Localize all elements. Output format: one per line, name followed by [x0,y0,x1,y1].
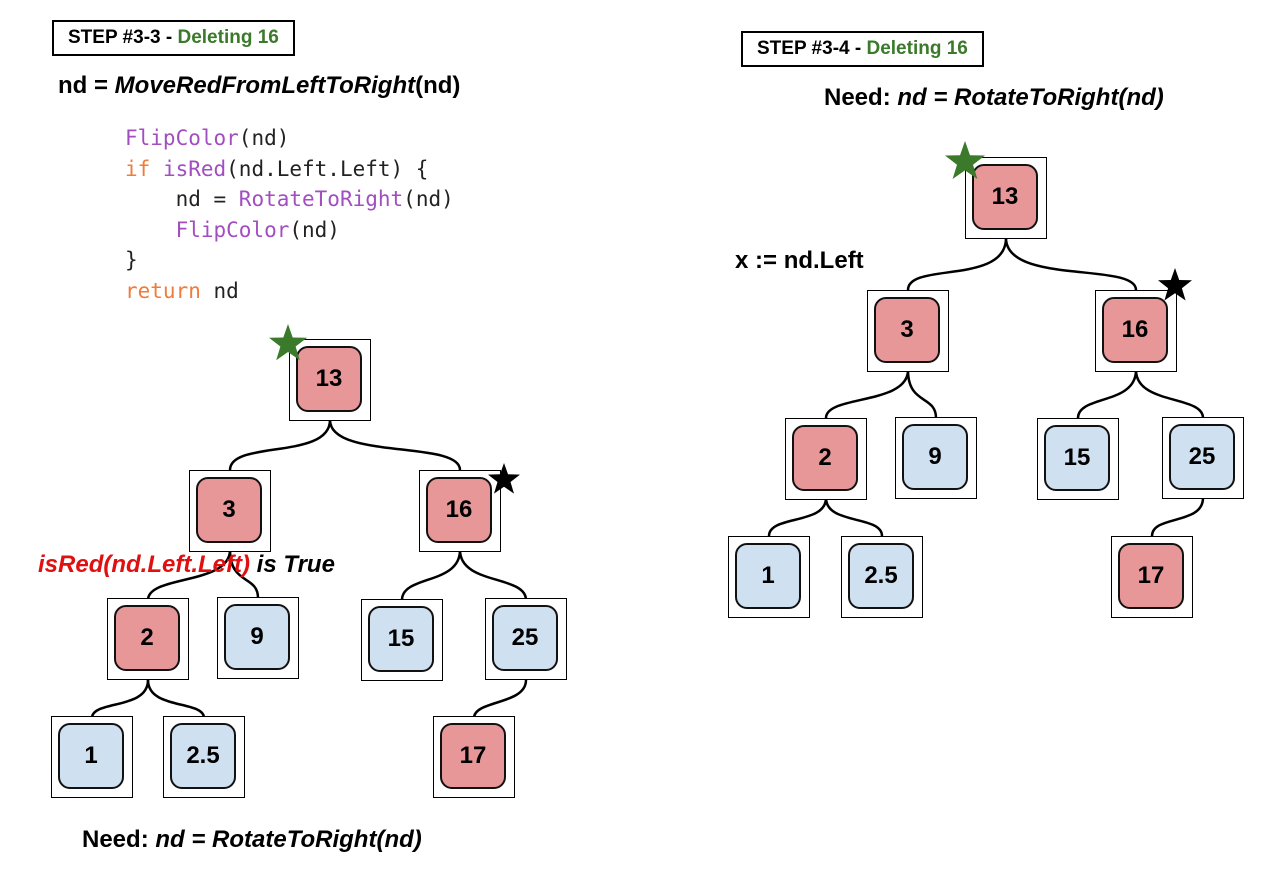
right-node-25: 25 [1162,417,1244,499]
edge-r-16-25 [1134,369,1205,419]
node-value: 13 [972,164,1038,230]
left-heading: nd = MoveRedFromLeftToRight(nd) [58,72,460,100]
step-label-text: STEP #3-4 - [757,38,867,59]
right-node-3: 3 [867,290,949,372]
footer-italic: nd = RotateToRight(nd) [155,826,422,853]
right-node-13: 13 [965,157,1047,239]
left-footer: Need: nd = RotateToRight(nd) [82,826,422,854]
node-value: 25 [492,605,558,671]
node-value: 1 [735,543,801,609]
left-node-25: 25 [485,598,567,680]
condition-rest-text: is True [249,551,335,578]
left-node-3: 3 [189,470,271,552]
code-line4-rest: (nd) [289,217,340,242]
step-highlight-text: Deleting 16 [177,27,279,48]
node-value: 2.5 [848,543,914,609]
edge-r-3-9 [906,369,938,419]
edge-r-3-2 [824,369,910,419]
edge-2-2.5 [146,679,206,719]
heading-function: MoveRedFromLeftToRight [114,72,416,99]
edge-16-15 [400,549,462,601]
edge-2-1 [90,679,150,719]
need-bold: Need: [824,84,898,111]
green-star-icon [269,324,307,361]
edge-r-25-17 [1150,497,1205,537]
node-value: 15 [1044,425,1110,491]
need-italic: nd = RotateToRight(nd) [897,84,1164,111]
code-block: FlipColor(nd) if isRed(nd.Left.Left) { n… [125,123,454,306]
node-value: 25 [1169,424,1235,490]
code-line3-rest: (nd) [403,187,454,211]
heading-suffix: (nd) [415,72,461,99]
node-value: 2.5 [170,723,236,789]
node-value: 1 [58,723,124,789]
black-star-icon [1158,268,1192,301]
code-line1-rest: (nd) [238,126,290,150]
footer-bold: Need: [82,826,156,853]
green-star-icon [945,141,985,179]
code-line5: } [125,248,138,272]
left-node-17: 17 [433,716,515,798]
right-need-heading: Need: nd = RotateToRight(nd) [824,84,1164,112]
node-value: 3 [196,477,262,543]
left-node-1: 1 [51,716,133,798]
right-node-15: 15 [1037,418,1119,500]
left-node-2-5: 2.5 [163,716,245,798]
edge-r-2-2.5 [824,497,884,537]
node-value: 17 [440,723,506,789]
node-value: 9 [224,604,290,670]
code-line2-fn: isRed [162,156,227,181]
right-node-2: 2 [785,418,867,500]
edge-r-13-16 [1004,237,1138,291]
code-line6-kw: return [125,278,201,303]
left-node-9: 9 [217,597,299,679]
code-line1-fn: FlipColor [125,126,239,150]
left-node-2: 2 [107,598,189,680]
edge-13-3 [228,419,332,471]
code-line4-fn: FlipColor [175,217,290,242]
left-node-16: 16 [419,470,501,552]
step-highlight-text: Deleting 16 [866,38,968,59]
node-value: 2 [114,605,180,671]
node-value: 16 [1102,297,1168,363]
node-value: 9 [902,424,968,490]
node-value: 2 [792,425,858,491]
code-line2-kw: if [125,156,163,181]
edge-16-25 [458,549,528,601]
right-node-2-5: 2.5 [841,536,923,618]
right-node-16: 16 [1095,290,1177,372]
condition-label: isRed(nd.Left.Left) is True [38,551,335,579]
left-node-15: 15 [361,599,443,681]
edge-r-13-3 [906,237,1008,291]
left-node-13: 13 [289,339,371,421]
step-3-3-label: STEP #3-3 - Deleting 16 [52,20,295,56]
edge-25-17 [472,679,528,719]
edge-3-9 [228,549,260,599]
code-line6-rest: nd [200,278,239,303]
edge-13-16 [328,419,462,471]
node-value: 3 [874,297,940,363]
x-assignment-label: x := nd.Left [735,247,864,274]
right-node-17: 17 [1111,536,1193,618]
code-line3-fn: RotateToRight [238,187,404,211]
edge-3-2 [146,549,232,601]
edge-r-2-1 [767,497,828,537]
right-node-9: 9 [895,417,977,499]
edge-r-16-15 [1076,369,1138,419]
code-line2-rest: (nd.Left.Left) { [226,156,429,181]
node-value: 13 [296,346,362,412]
node-value: 15 [368,606,434,672]
node-value: 17 [1118,543,1184,609]
black-star-icon [488,463,520,494]
condition-red-text: isRed(nd.Left.Left) [38,551,250,578]
heading-prefix: nd = [58,72,115,99]
code-line3-pre: nd = [125,187,239,211]
right-node-1: 1 [728,536,810,618]
node-value: 16 [426,477,492,543]
step-label-text: STEP #3-3 - [68,27,178,48]
step-3-4-label: STEP #3-4 - Deleting 16 [741,31,984,67]
